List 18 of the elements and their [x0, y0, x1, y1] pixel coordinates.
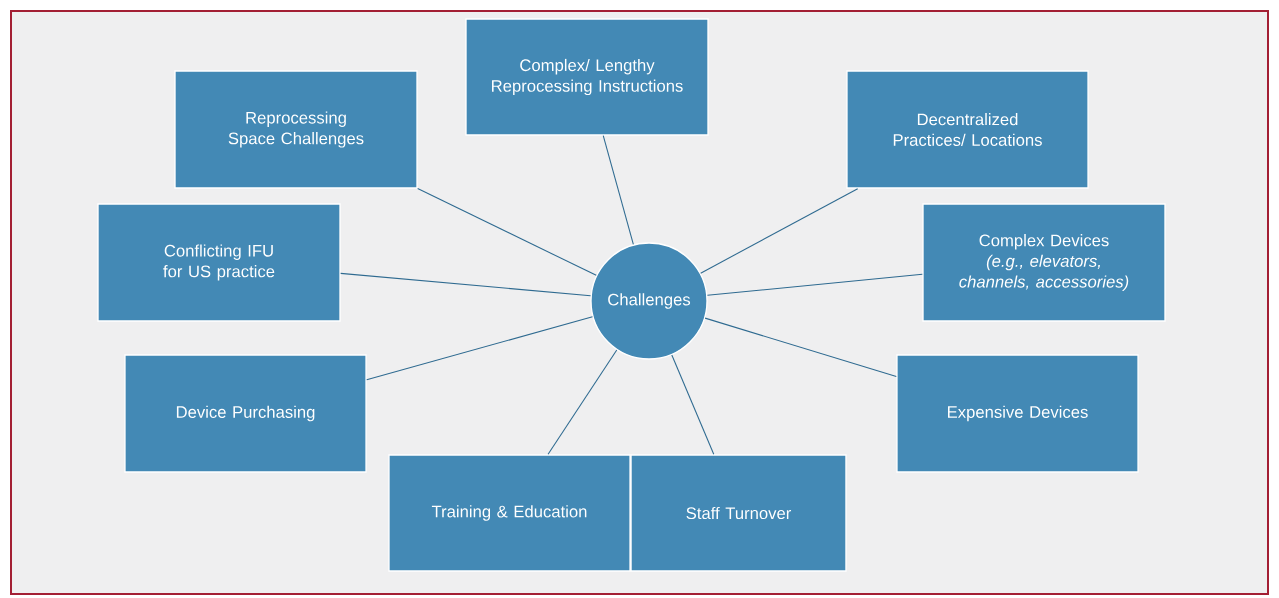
challenge-box: Reprocessing Space Challenges	[174, 70, 418, 189]
connector-line	[704, 317, 897, 378]
challenge-box: Complex/ Lengthy Reprocessing Instructions	[465, 18, 709, 136]
connector-line	[706, 273, 923, 296]
challenge-box: Expensive Devices	[896, 354, 1139, 473]
challenge-box: Staff Turnover	[630, 454, 847, 572]
connector-line	[547, 349, 618, 455]
connector-line	[602, 135, 634, 245]
connector-line	[340, 272, 592, 297]
challenge-box: Training & Education	[388, 454, 631, 572]
challenge-box: Complex Devices (e.g., elevators, channels, accessories)	[922, 203, 1166, 322]
connector-line	[417, 187, 597, 276]
challenge-box: Decentralized Practices/ Locations	[846, 70, 1089, 189]
connector-line	[671, 354, 715, 455]
challenge-box: Conflicting IFU for US practice	[97, 203, 341, 322]
challenge-box: Device Purchasing	[124, 354, 367, 473]
connector-line	[700, 188, 859, 274]
connector-line	[366, 316, 594, 381]
